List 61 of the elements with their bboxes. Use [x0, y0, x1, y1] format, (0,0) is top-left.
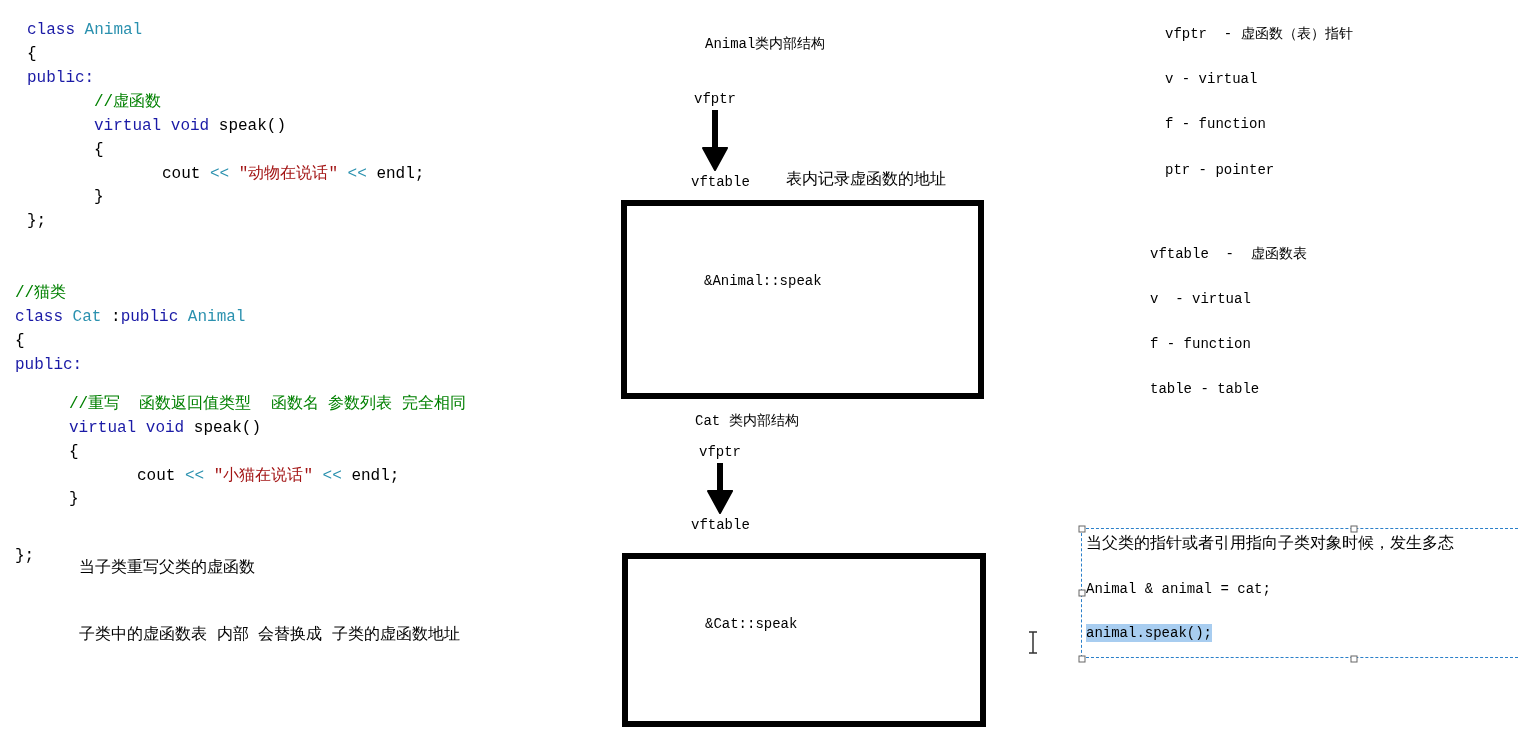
definition-text: vftable - 虚函数表 — [1150, 245, 1307, 264]
code-operator: << — [185, 466, 205, 486]
code-keyword: public — [120, 307, 179, 327]
code-comment: //重写 函数返回值类型 函数名 参数列表 完全相同 — [69, 394, 466, 414]
code-brace: }; — [27, 211, 47, 231]
code-brace: { — [69, 442, 79, 462]
code-text: cout — [137, 466, 176, 486]
code-operator: << — [210, 164, 230, 184]
class-name: Animal — [187, 307, 246, 327]
code-keyword: void — [145, 418, 185, 438]
code-keyword: void — [170, 116, 210, 136]
code-text: : — [111, 307, 121, 327]
note-text: 子类中的虚函数表 内部 会替换成 子类的虚函数地址 — [79, 625, 460, 645]
definition-text: vfptr - 虚函数（表）指针 — [1165, 25, 1353, 44]
table-label: vftable — [691, 174, 750, 190]
code-keyword: class — [27, 20, 75, 40]
class-name: Cat — [72, 307, 102, 327]
code-operator: << — [322, 466, 342, 486]
vtable-box — [621, 200, 984, 399]
code-text: endl; — [351, 466, 400, 486]
note-text: 当父类的指针或者引用指向子类对象时候，发生多态 — [1086, 535, 1454, 553]
code-brace: } — [94, 187, 104, 207]
code-comment: //猫类 — [15, 283, 67, 303]
arrow — [702, 110, 728, 171]
pointer-label: vfptr — [699, 444, 741, 460]
code-brace: { — [15, 331, 25, 351]
table-label: vftable — [691, 517, 750, 533]
definition-text: ptr - pointer — [1165, 161, 1275, 180]
code-text: speak() — [193, 418, 262, 438]
code-operator: << — [347, 164, 367, 184]
pointer-label: vfptr — [694, 91, 736, 107]
class-name: Animal — [84, 20, 143, 40]
section-heading: Animal类内部结构 — [705, 35, 826, 54]
function-address: &Animal::speak — [704, 272, 822, 290]
note-text: 当子类重写父类的虚函数 — [79, 558, 255, 578]
string-literal: "小猫在说话" — [213, 466, 313, 486]
code-keyword: public: — [27, 68, 95, 88]
code-comment: //虚函数 — [94, 92, 162, 112]
code-brace: { — [27, 44, 37, 64]
code-brace: }; — [15, 546, 35, 566]
code-keyword: virtual — [94, 116, 162, 136]
string-literal: "动物在说话" — [238, 164, 338, 184]
code-text: cout — [162, 164, 201, 184]
definition-text: v - virtual — [1165, 70, 1258, 89]
code-text: speak() — [218, 116, 287, 136]
vtable-box — [622, 553, 986, 727]
note-text: 表内记录虚函数的地址 — [786, 170, 946, 190]
definition-text: v - virtual — [1150, 290, 1251, 309]
code-keyword: class — [15, 307, 63, 327]
code-brace: { — [94, 140, 104, 160]
function-address: &Cat::speak — [705, 615, 798, 633]
definition-text: table - table — [1150, 380, 1260, 399]
definition-text: f - function — [1165, 115, 1266, 134]
code-keyword: virtual — [69, 418, 137, 438]
code-keyword: public: — [15, 355, 83, 375]
arrow — [707, 463, 733, 514]
definition-text: f - function — [1150, 335, 1251, 354]
section-heading: Cat 类内部结构 — [695, 412, 799, 431]
code-brace: } — [69, 489, 79, 509]
code-text: endl; — [376, 164, 425, 184]
code-line: Animal & animal = cat; — [1086, 580, 1271, 598]
